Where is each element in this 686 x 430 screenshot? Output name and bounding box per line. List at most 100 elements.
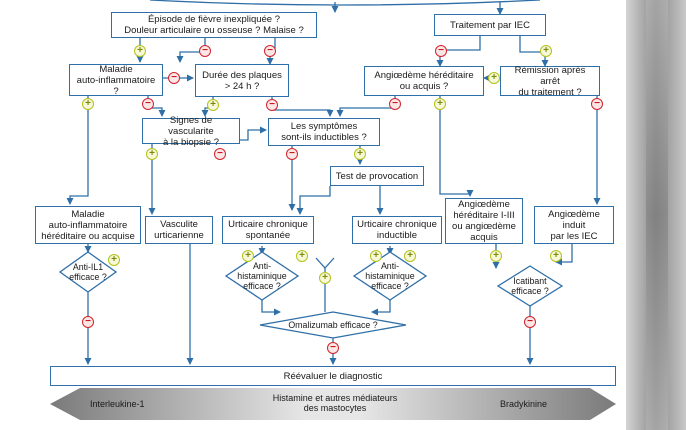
side-bar-inner xyxy=(646,0,668,430)
plus-sign: + xyxy=(354,148,366,160)
icatibant-line-1: Icatibant xyxy=(513,276,547,286)
anti-il1-line-1: Anti-IL1 xyxy=(72,262,104,272)
anti-il1-diamond xyxy=(58,251,118,293)
angio-q-line-2: ou acquis ? xyxy=(399,81,449,92)
minus-sign: − xyxy=(266,99,278,111)
plus-sign: + xyxy=(490,250,502,262)
band-histamine-line-1: Histamine et autres médiateurs xyxy=(272,393,398,403)
maladie-auto-line-1: Maladie xyxy=(71,208,105,220)
minus-sign: − xyxy=(214,148,226,160)
fever-line-1: Épisode de fièvre inexpliquée ? xyxy=(147,14,281,25)
connector xyxy=(371,300,391,316)
connector xyxy=(519,36,549,67)
top-curve xyxy=(149,0,541,6)
band-bradykinine: Bradykinine xyxy=(500,399,548,409)
angio-her-line-2: héréditaire I-III xyxy=(453,210,515,221)
plus-sign: + xyxy=(370,250,382,262)
urt-induct-line-1: Urticaire chronique xyxy=(357,219,437,230)
provocation-label: Test de provocation xyxy=(335,170,419,182)
omalizumab-label: Omalizumab efficace ? xyxy=(288,320,378,330)
plus-sign: + xyxy=(540,45,552,57)
minus-sign: − xyxy=(435,45,447,57)
omalizumab-diamond xyxy=(259,311,407,339)
remission-line-1: Rémission après arrêt xyxy=(514,64,586,87)
angio-her-line-1: Angiœdème xyxy=(458,199,510,210)
vasc-signs-line-1: Signes de vascularite xyxy=(168,114,214,137)
plus-sign: + xyxy=(134,45,146,57)
band-histamine: Histamine et autres médiateurs des masto… xyxy=(240,393,430,413)
band-interleukine: Interleukine-1 xyxy=(90,399,145,409)
connector xyxy=(296,186,331,215)
minus-sign: − xyxy=(82,316,94,328)
minus-sign: − xyxy=(264,45,276,57)
plus-sign: + xyxy=(434,98,446,110)
inductibles-line-1: Les symptômes xyxy=(290,121,358,132)
connector xyxy=(66,96,89,205)
omalizumab-text: Omalizumab efficace ? xyxy=(270,319,396,331)
connector xyxy=(555,244,573,266)
antihist-2-line-3: efficace ? xyxy=(371,281,409,291)
plus-sign: + xyxy=(488,72,500,84)
maladie-auto-line-3: héréditaire ou acquise xyxy=(41,230,135,242)
auto-q-line-2: auto-inflammatoire ? xyxy=(76,74,156,97)
antihist-1-line-3: efficace ? xyxy=(243,281,281,291)
maladie-auto-line-2: auto-inflammatoire xyxy=(48,219,128,231)
remission-line-2: du traitement ? xyxy=(518,86,582,98)
provocation-box: Test de provocation xyxy=(330,166,424,186)
plus-sign: + xyxy=(108,254,120,266)
connector xyxy=(439,96,474,197)
minus-sign: − xyxy=(142,98,154,110)
duree-line-2: > 24 h ? xyxy=(224,80,260,92)
antihist-1-line-1: Anti- xyxy=(252,261,272,271)
minus-sign: − xyxy=(286,148,298,160)
plus-sign: + xyxy=(296,250,308,262)
vasc-signs-line-2: à la biopsie ? xyxy=(163,136,219,148)
vasculite-line-1: Vasculite xyxy=(160,219,198,230)
duree-plaques-box: Durée des plaques> 24 h ? xyxy=(195,64,289,97)
icatibant-diamond xyxy=(496,265,564,307)
angio-iec-line-1: Angiœdème induit xyxy=(548,208,600,231)
fever-line-2: Douleur articulaire ou osseuse ? Malaise… xyxy=(124,25,304,36)
minus-sign: − xyxy=(389,98,401,110)
reevaluer-label: Réévaluer le diagnostic xyxy=(283,370,383,382)
inductibles-line-2: sont-ils inductibles ? xyxy=(281,132,367,143)
angio-her-line-4: acquis xyxy=(470,232,498,243)
plus-sign: + xyxy=(207,99,219,111)
antihistaminique-2-diamond xyxy=(352,251,428,301)
fever-box: Épisode de fièvre inexpliquée ?Douleur a… xyxy=(111,12,317,38)
iec-box: Traitement par IEC xyxy=(434,14,546,36)
connector xyxy=(261,300,281,316)
urt-induct-line-2: inductible xyxy=(376,230,418,241)
antihistaminique-1-diamond xyxy=(224,251,300,301)
urt-spont-line-1: Urticaire chronique xyxy=(228,219,308,230)
plus-sign: + xyxy=(82,98,94,110)
connector xyxy=(240,126,267,141)
urt-spont-line-2: spontanée xyxy=(245,230,291,241)
connector xyxy=(315,257,335,269)
auto-q-line-1: Maladie xyxy=(99,63,133,75)
connector xyxy=(271,97,334,117)
minus-sign: − xyxy=(199,45,211,57)
mediator-band xyxy=(50,388,616,420)
minus-sign: − xyxy=(168,72,180,84)
plus-sign: + xyxy=(242,250,254,262)
plus-sign: + xyxy=(404,250,416,262)
reevaluer-box: Réévaluer le diagnostic xyxy=(50,366,616,386)
connector xyxy=(336,96,396,117)
anti-il1-line-2: efficace ? xyxy=(69,272,107,282)
plus-sign: + xyxy=(146,148,158,160)
